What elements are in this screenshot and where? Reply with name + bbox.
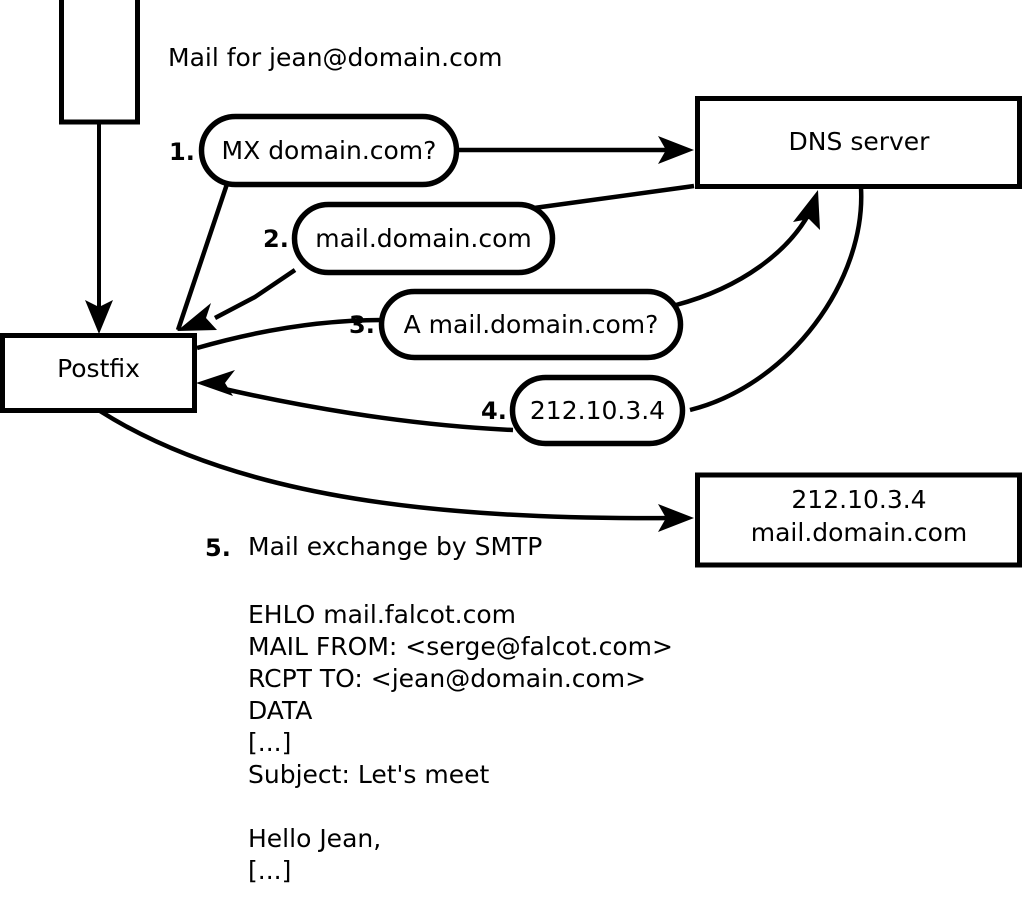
edge-step3-to-dns [675,190,820,308]
node-dns-server [695,96,1022,189]
edge-step1-to-dns [457,136,694,164]
edge-postfix-to-mailserver [98,409,694,532]
node-sender-host [59,0,140,125]
bubble-step-2 [291,201,556,276]
edge-step2-to-postfix [177,268,297,331]
step-label-4: 212.10.3.4 [529,396,666,425]
smtp-transcript-line: [...] [248,856,292,885]
edge-sender-to-postfix [85,122,113,334]
step-label-3: A mail.domain.com? [403,310,659,339]
node-label-postfix: Postfix [57,354,140,383]
smtp-transcript-line: MAIL FROM: <serge@falcot.com> [248,632,673,661]
step-number-1: 1. [169,138,195,166]
bubble-step-1 [198,113,460,188]
edge-postfix-to-step3 [196,317,384,351]
node-label-mail-server-ip: 212.10.3.4 [791,485,927,514]
step-number-2: 2. [263,225,289,253]
step-label-5: Mail exchange by SMTP [248,532,543,561]
smtp-transcript-line [248,792,673,824]
node-mail-server [695,472,1022,568]
smtp-transcript-line: EHLO mail.falcot.com [248,600,517,629]
smtp-transcript-line: RCPT TO: <jean@domain.com> [248,664,647,693]
step-number-5: 5. [205,534,231,562]
edge-step1-from-postfix [175,183,230,331]
smtp-transcript-line [248,888,673,919]
node-postfix [0,333,197,413]
step-number-4: 4. [481,397,507,425]
smtp-transcript-line: Hello Jean, [248,824,382,853]
edge-dns-to-step4 [689,187,864,413]
edge-step4-to-postfix [196,370,514,433]
node-label-dns-server: DNS server [788,127,930,156]
step-label-2: mail.domain.com [315,224,532,253]
step-label-1: MX domain.com? [221,136,437,165]
bubble-step-3 [378,288,684,361]
bubble-step-4 [509,374,686,447]
smtp-transcript-line: DATA [248,696,313,725]
smtp-transcript-line: Subject: Let's meet [248,760,490,789]
edge-dns-to-step2 [533,183,695,211]
diagram-title: Mail for jean@domain.com [168,43,503,72]
node-label-mail-server-host: mail.domain.com [750,518,968,547]
step-number-3: 3. [349,311,375,339]
smtp-transcript-line: [...] [248,728,292,757]
